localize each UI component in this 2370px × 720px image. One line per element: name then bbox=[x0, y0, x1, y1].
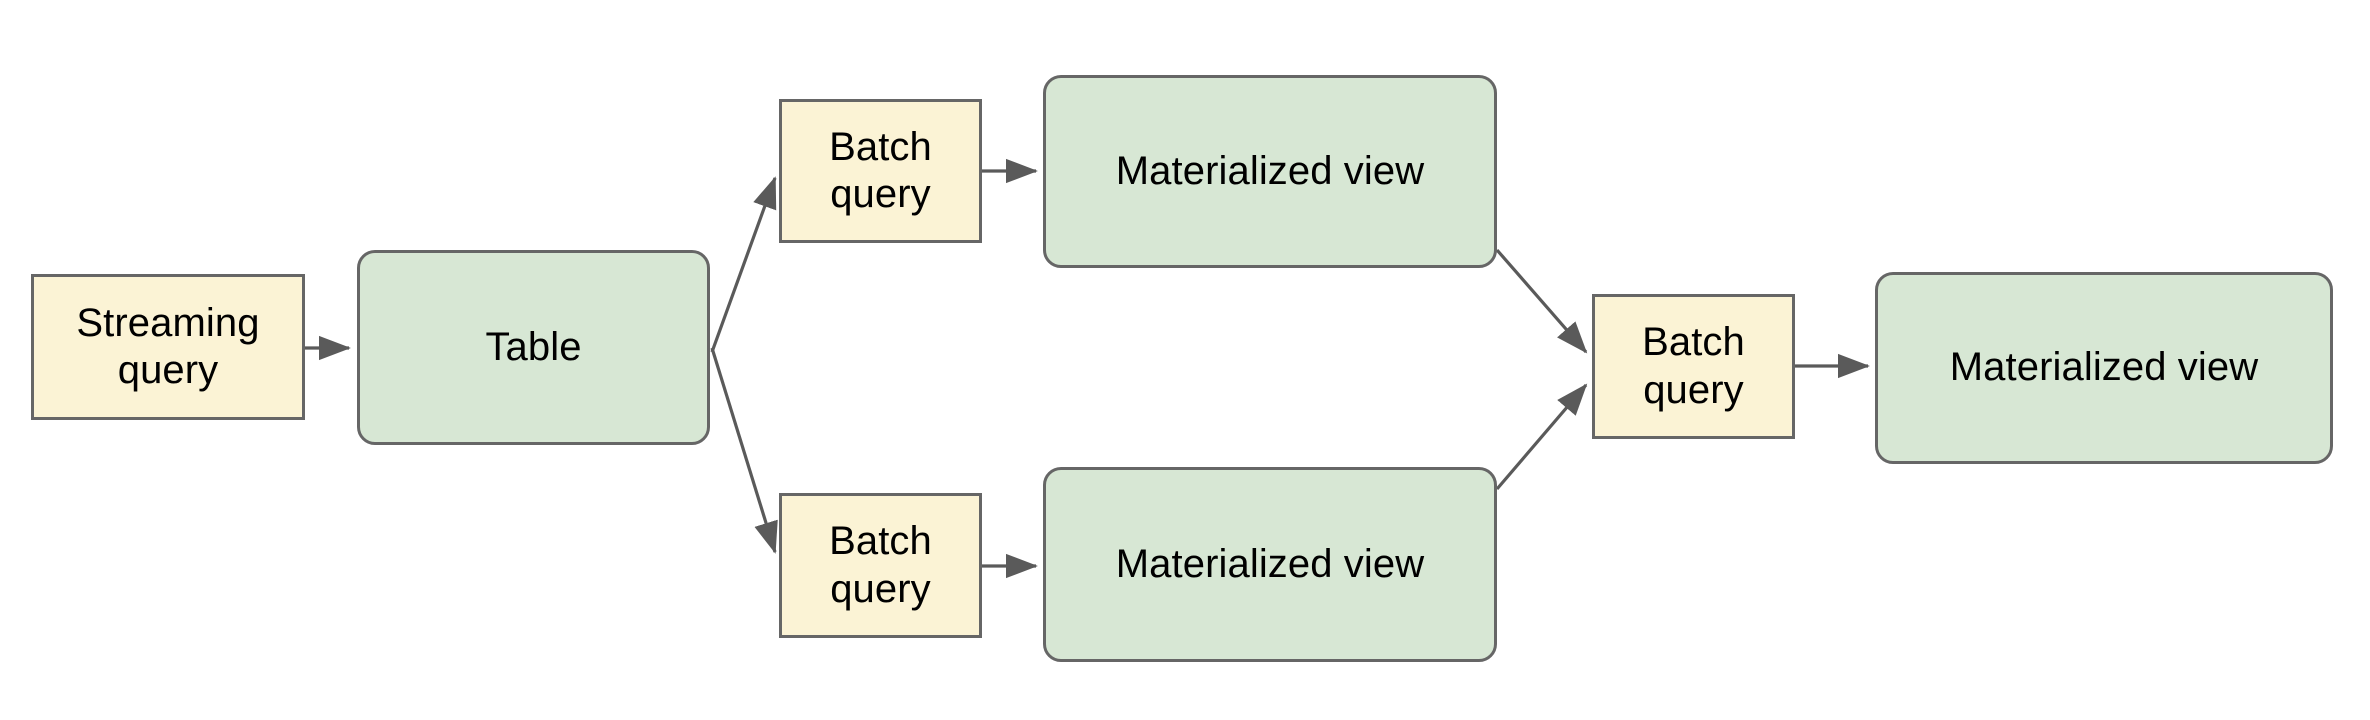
node-batch-query-top[interactable]: Batch query bbox=[779, 99, 982, 243]
node-batch-query-bottom[interactable]: Batch query bbox=[779, 493, 982, 638]
node-materialized-view-top[interactable]: Materialized view bbox=[1043, 75, 1497, 268]
node-label-batch-query-bottom: Batch query bbox=[829, 519, 932, 611]
node-streaming-query[interactable]: Streaming query bbox=[31, 274, 305, 420]
edge-mv-bottom-to-batch-merge bbox=[1495, 383, 1588, 491]
edge-mv-top-to-batch-merge bbox=[1495, 248, 1588, 354]
node-label-materialized-view-top: Materialized view bbox=[1115, 148, 1425, 193]
node-label-materialized-view-bottom: Materialized view bbox=[1115, 541, 1425, 586]
node-materialized-view-final[interactable]: Materialized view bbox=[1875, 272, 2333, 464]
node-label-batch-query-merge: Batch query bbox=[1642, 320, 1745, 412]
node-label-table: Table bbox=[485, 324, 582, 369]
node-label-streaming-query: Streaming query bbox=[76, 300, 260, 392]
node-label-materialized-view-final: Materialized view bbox=[1949, 345, 2259, 390]
node-materialized-view-bottom[interactable]: Materialized view bbox=[1043, 467, 1497, 662]
edge-table-to-batch-top bbox=[710, 176, 777, 353]
node-table[interactable]: Table bbox=[357, 250, 710, 445]
edge-table-to-batch-bottom bbox=[710, 347, 778, 554]
node-label-batch-query-top: Batch query bbox=[829, 124, 932, 216]
node-batch-query-merge[interactable]: Batch query bbox=[1592, 294, 1795, 439]
